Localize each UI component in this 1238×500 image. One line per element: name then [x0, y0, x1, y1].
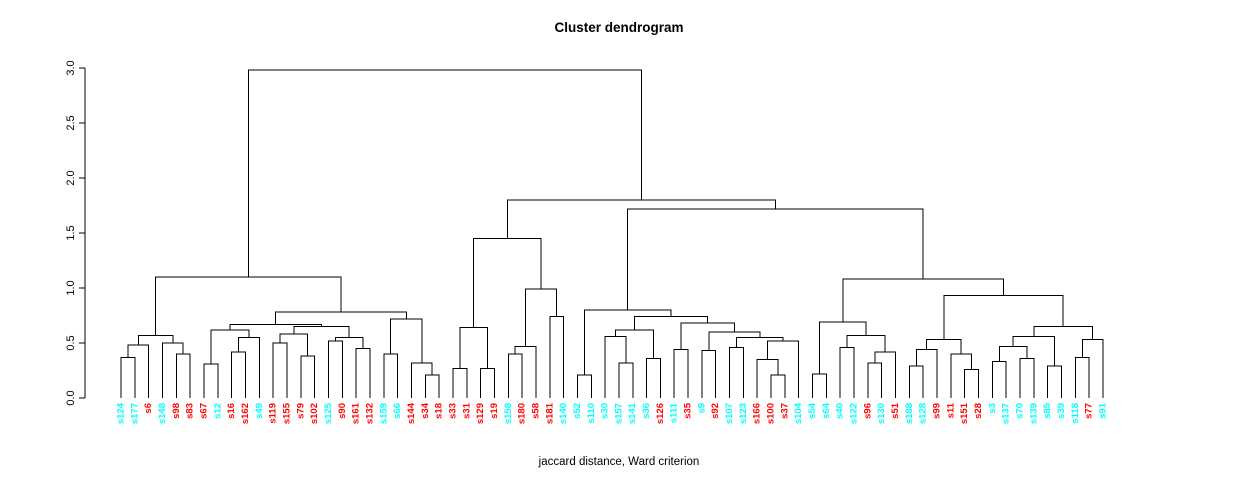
leaf-label: s126 [655, 403, 666, 424]
leaf-label: s139 [1028, 403, 1039, 424]
leaf-label: s37 [779, 403, 790, 419]
leaf-label: s66 [392, 403, 403, 419]
leaf-label: s28 [973, 403, 984, 419]
leaf-label: s92 [710, 403, 721, 419]
y-tick-label: 2.0 [65, 170, 77, 185]
leaf-label: s130 [876, 403, 887, 424]
leaf-label: s158 [503, 403, 514, 424]
leaf-label: s141 [627, 402, 638, 424]
leaf-label: s30 [600, 403, 611, 419]
leaf-label: s110 [586, 403, 597, 424]
leaf-label: s137 [1001, 403, 1012, 424]
leaf-label: s98 [171, 403, 182, 419]
leaf-label: s180 [517, 403, 528, 424]
leaf-label: s16 [226, 403, 237, 419]
leaf-label: s124 [116, 402, 127, 424]
leaf-label: s77 [1084, 403, 1095, 419]
leaf-label: s100 [766, 403, 777, 424]
leaf-label: s161 [351, 402, 362, 424]
leaf-label: s104 [793, 402, 804, 424]
leaf-label: s52 [572, 403, 583, 419]
leaf-label: s157 [613, 403, 624, 424]
leaf-label: s34 [420, 402, 431, 419]
leaf-label: s96 [862, 403, 873, 419]
y-tick-label: 3.0 [65, 60, 77, 75]
leaf-label: s64 [821, 402, 832, 419]
y-tick-label: 0.0 [65, 390, 77, 405]
leaf-label: s91 [1098, 402, 1109, 419]
leaf-label: s107 [724, 403, 735, 424]
leaf-label: s140 [558, 403, 569, 424]
chart-title: Cluster dendrogram [554, 20, 684, 35]
leaf-label: s123 [738, 403, 749, 424]
y-tick-label: 1.0 [65, 280, 77, 295]
leaf-label: s125 [323, 402, 334, 424]
leaf-label: s49 [254, 403, 265, 419]
leaf-label: s36 [641, 403, 652, 419]
leaf-label: s181 [544, 402, 555, 424]
leaf-label: s122 [849, 403, 860, 424]
leaf-label: s83 [185, 403, 196, 419]
y-tick-label: 0.5 [65, 335, 77, 350]
leaf-label: s155 [281, 402, 292, 424]
leaf-label: s144 [406, 402, 417, 424]
leaf-label: s132 [364, 403, 375, 424]
leaf-label: s177 [129, 403, 140, 424]
leaf-label: s11 [945, 402, 956, 418]
leaf-label: s79 [295, 403, 306, 419]
leaf-label: s129 [475, 403, 486, 424]
leaf-label: s31 [461, 402, 472, 419]
y-tick-label: 2.5 [65, 115, 77, 130]
leaf-label: s12 [212, 403, 223, 419]
dendrogram-lines [120, 69, 1104, 398]
leaf-label: s162 [240, 403, 251, 424]
leaf-label: s151 [959, 402, 970, 424]
leaf-label: s19 [489, 403, 500, 419]
leaf-label: s54 [807, 402, 818, 419]
leaf-label: s102 [309, 403, 320, 424]
leaf-label: s3 [987, 403, 998, 414]
leaf-label: s90 [337, 403, 348, 419]
leaf-label: s128 [918, 403, 929, 424]
leaf-label: s99 [932, 403, 943, 419]
leaf-label: s33 [447, 403, 458, 419]
leaf-label: s58 [530, 403, 541, 419]
leaf-label: s35 [683, 402, 694, 419]
leaf-label: s6 [143, 403, 154, 414]
leaf-label: s85 [1042, 402, 1053, 419]
leaf-label: s18 [434, 403, 445, 419]
leaf-label: s188 [904, 403, 915, 424]
leaf-label: s148 [157, 403, 168, 424]
y-axis [79, 67, 86, 399]
leaf-label: s119 [268, 403, 279, 424]
leaf-label: s111 [669, 402, 680, 423]
leaf-label: s118 [1070, 403, 1081, 424]
leaf-label: s70 [1015, 403, 1026, 419]
leaf-label: s159 [378, 403, 389, 424]
leaf-label: s9 [696, 403, 707, 414]
y-tick-label: 1.5 [65, 225, 77, 240]
leaf-label: s40 [835, 403, 846, 419]
leaf-label: s166 [752, 403, 763, 424]
x-axis-caption: jaccard distance, Ward criterion [538, 456, 700, 468]
leaf-label: s39 [1056, 403, 1067, 419]
leaf-label: s51 [890, 402, 901, 419]
leaf-label: s67 [198, 403, 209, 419]
